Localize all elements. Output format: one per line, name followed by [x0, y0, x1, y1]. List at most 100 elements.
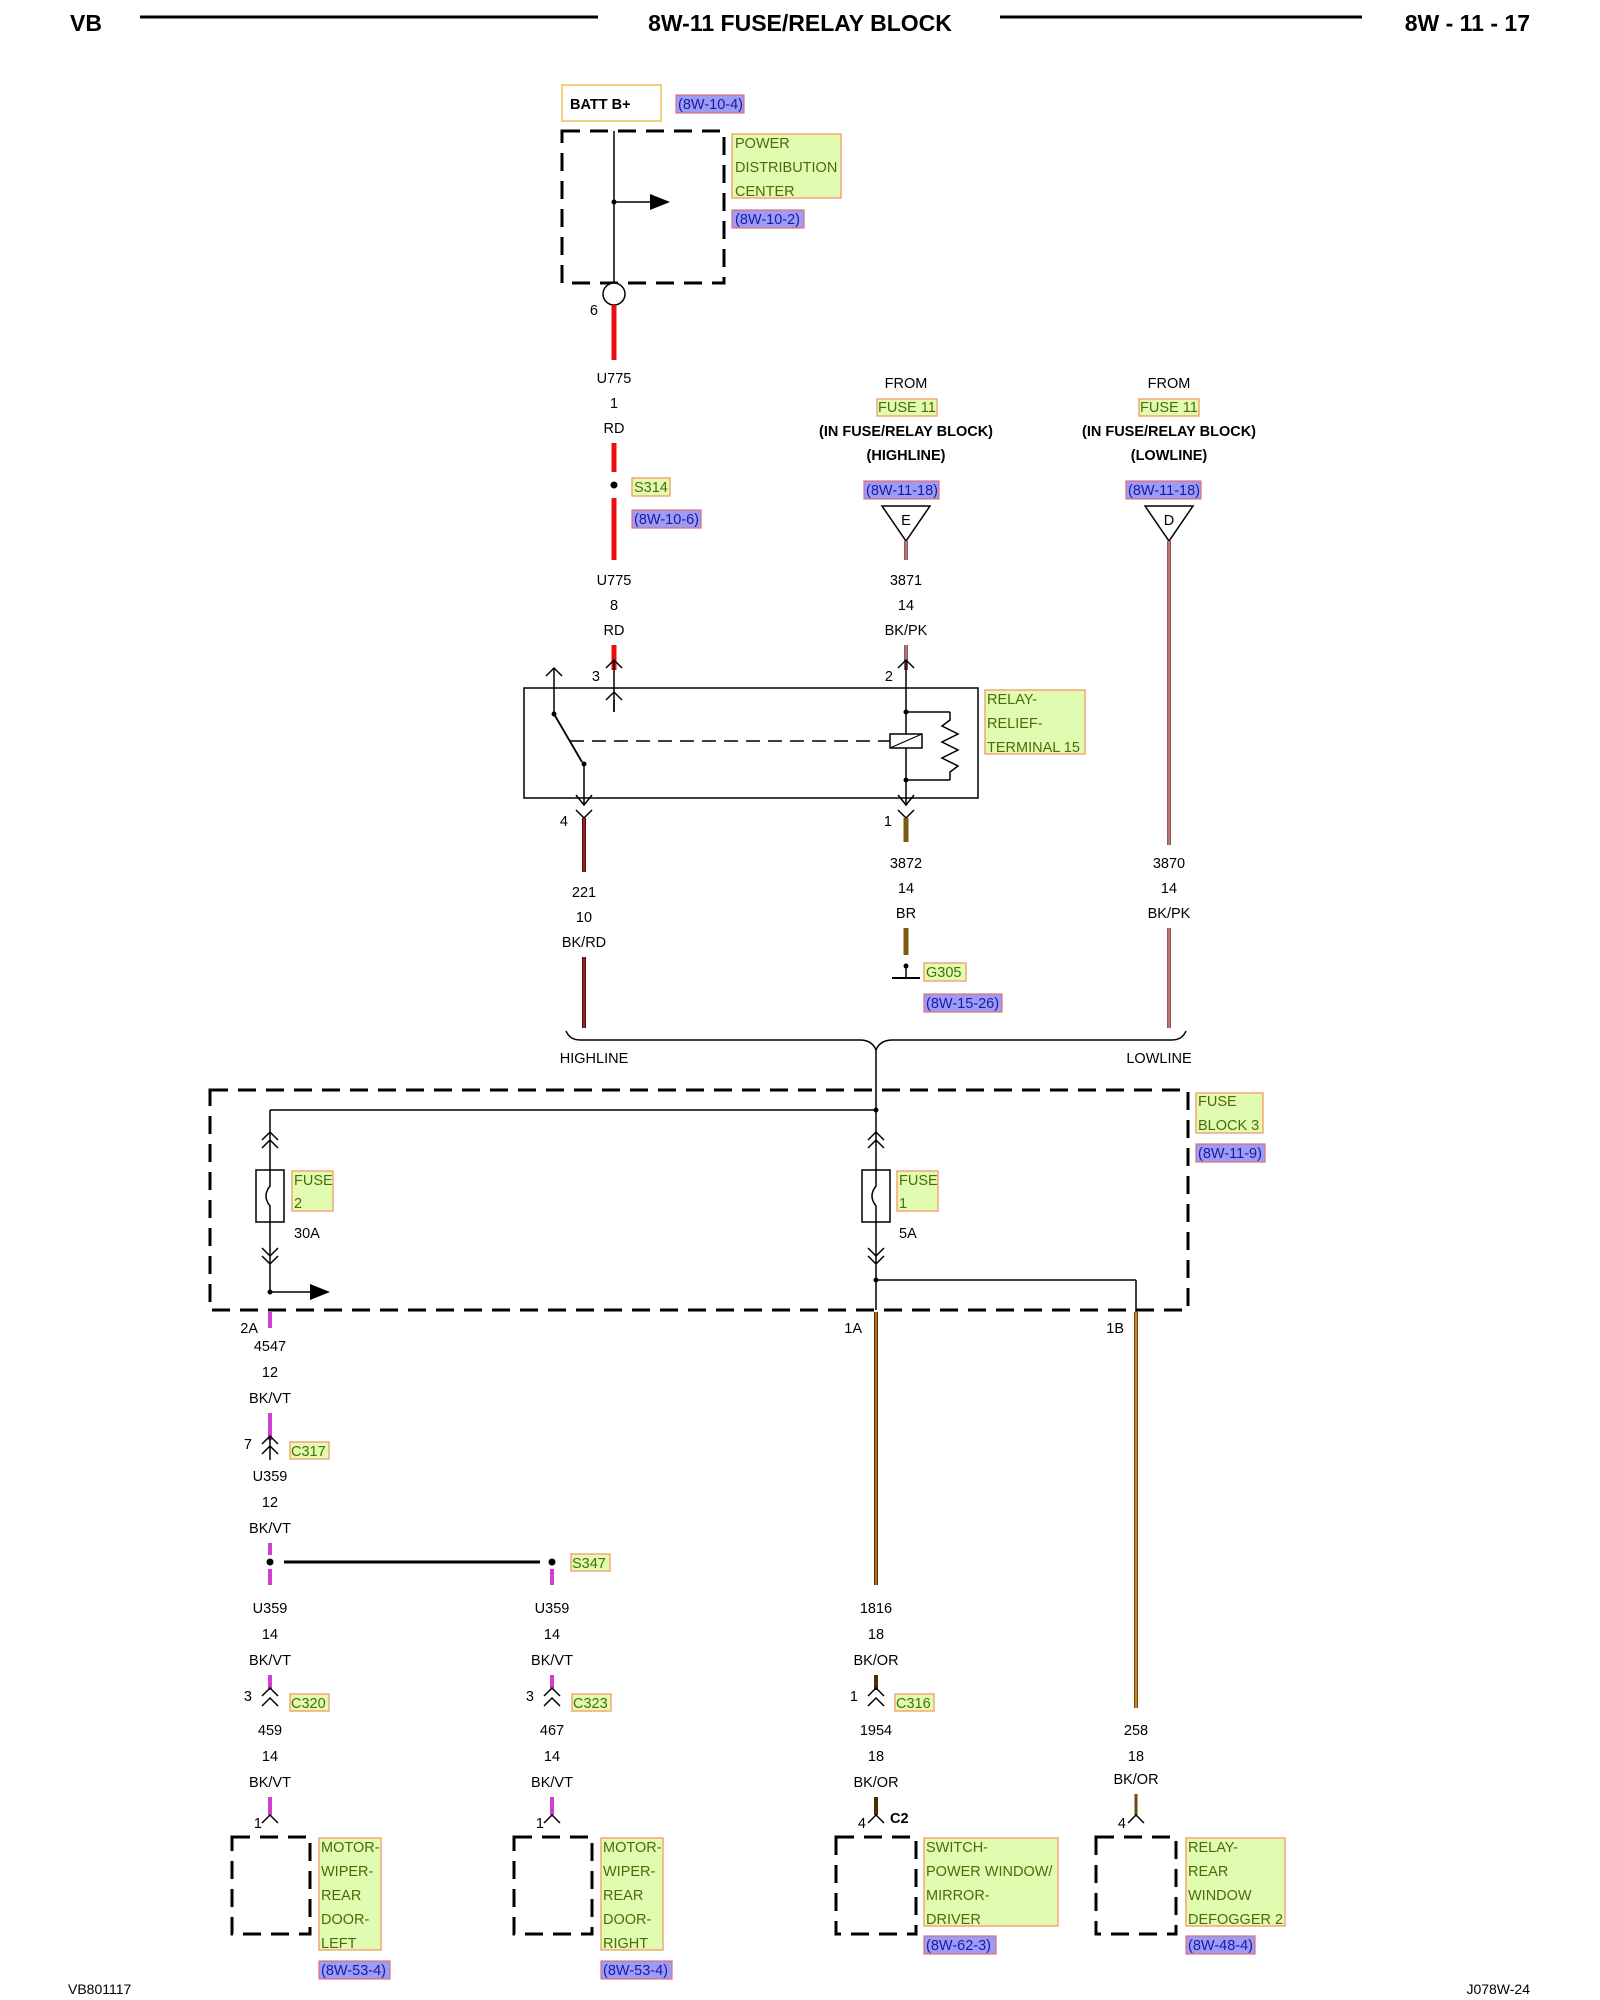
comp3-l1[interactable]: SWITCH-: [926, 1840, 988, 1856]
c317-label[interactable]: C317: [291, 1444, 326, 1460]
comp4-l3[interactable]: WINDOW: [1188, 1888, 1252, 1904]
s314-ref-box[interactable]: [631, 509, 702, 529]
comp3-outline[interactable]: [834, 1835, 918, 1936]
fuseblock-l1[interactable]: FUSE: [1198, 1094, 1237, 1110]
from-hi-fuse-box[interactable]: [876, 398, 938, 417]
g305-box[interactable]: [923, 962, 967, 982]
comp1-l1[interactable]: MOTOR-: [321, 1840, 380, 1856]
comp3-conn: C2: [890, 1811, 909, 1827]
from-hi-letter: E: [901, 513, 911, 529]
from-hi-ref-box[interactable]: [863, 480, 940, 500]
g305-ref[interactable]: (8W-15-26): [926, 996, 999, 1012]
relay-l2[interactable]: RELIEF-: [987, 716, 1043, 732]
comp3-l4[interactable]: DRIVER: [926, 1912, 981, 1928]
from-lo-ref-box[interactable]: [1125, 480, 1202, 500]
fuseblock-label-box[interactable]: [1195, 1092, 1264, 1134]
comp4-l2[interactable]: REAR: [1188, 1864, 1228, 1880]
comp2-l4[interactable]: DOOR-: [603, 1912, 652, 1928]
comp4-ref-box[interactable]: [1185, 1935, 1256, 1955]
comp3-label-box[interactable]: [923, 1837, 1059, 1927]
fuseblock-ref[interactable]: (8W-11-9): [1198, 1146, 1262, 1162]
comp1-l2[interactable]: WIPER-: [321, 1864, 374, 1880]
c316-box[interactable]: [894, 1693, 935, 1712]
c323-pin: 3: [526, 1689, 534, 1705]
comp4-l1[interactable]: RELAY-: [1188, 1840, 1238, 1856]
comp2-ref-box[interactable]: [600, 1960, 673, 1980]
comp1-label-box[interactable]: [318, 1837, 382, 1951]
w258-color: BK/OR: [1113, 1772, 1158, 1788]
fuse1-rating: 5A: [899, 1226, 917, 1242]
comp1-l4[interactable]: DOOR-: [321, 1912, 370, 1928]
relay-l3[interactable]: TERMINAL 15: [987, 740, 1080, 756]
pdc-label-2[interactable]: DISTRIBUTION: [735, 160, 837, 176]
comp4-outline[interactable]: [1094, 1835, 1178, 1936]
from-lo-ref[interactable]: (8W-11-18): [1128, 483, 1200, 499]
from-lo-fuse-box[interactable]: [1138, 398, 1200, 417]
comp3-ref[interactable]: (8W-62-3): [926, 1938, 991, 1954]
comp2-l3[interactable]: REAR: [603, 1888, 643, 1904]
comp1-outline[interactable]: [230, 1835, 312, 1936]
g305-label[interactable]: G305: [926, 965, 961, 981]
comp4-l4[interactable]: DEFOGGER 2: [1188, 1912, 1283, 1928]
comp2-l2[interactable]: WIPER-: [603, 1864, 656, 1880]
c323-label[interactable]: C323: [573, 1696, 608, 1712]
s314-ref[interactable]: (8W-10-6): [634, 512, 699, 528]
s347-box[interactable]: [570, 1553, 611, 1572]
w3872-color: BR: [896, 906, 916, 922]
relay-l1[interactable]: RELAY-: [987, 692, 1037, 708]
batt-ref-box[interactable]: [675, 94, 745, 114]
u359a-gauge: 12: [262, 1495, 278, 1511]
w221-gauge: 10: [576, 910, 592, 926]
from-hi-ref[interactable]: (8W-11-18): [866, 483, 938, 499]
fuse1-l2[interactable]: 1: [899, 1196, 907, 1212]
fuseblock-l2[interactable]: BLOCK 3: [1198, 1118, 1259, 1134]
comp2-ref[interactable]: (8W-53-4): [603, 1963, 668, 1979]
w1816-circuit: 1816: [860, 1601, 892, 1617]
batt-ref[interactable]: (8W-10-4): [678, 97, 743, 113]
c323-box[interactable]: [571, 1693, 612, 1712]
comp1-l3[interactable]: REAR: [321, 1888, 361, 1904]
pdc-pin: 6: [590, 303, 598, 319]
s347-label[interactable]: S347: [572, 1556, 606, 1572]
comp1-ref[interactable]: (8W-53-4): [321, 1963, 386, 1979]
pdc-label-box[interactable]: [731, 133, 842, 199]
w3871-color: BK/PK: [885, 623, 928, 639]
fuse2-l1[interactable]: FUSE: [294, 1173, 333, 1189]
c320-label[interactable]: C320: [291, 1696, 326, 1712]
comp2-l5[interactable]: RIGHT: [603, 1936, 648, 1952]
fuse1-label-box[interactable]: [896, 1170, 939, 1212]
comp3-ref-box[interactable]: [923, 1935, 997, 1955]
comp2-l1[interactable]: MOTOR-: [603, 1840, 662, 1856]
pdc-ref-box[interactable]: [731, 209, 805, 229]
comp3-l2[interactable]: POWER WINDOW/: [926, 1864, 1053, 1880]
comp2-outline[interactable]: [512, 1835, 594, 1936]
w3871-circuit: 3871: [890, 573, 922, 589]
relay-pin1: 1: [884, 814, 892, 830]
s314-label[interactable]: S314: [634, 480, 668, 496]
comp4-label-box[interactable]: [1185, 1837, 1286, 1927]
s314-box[interactable]: [631, 477, 671, 497]
c316-label[interactable]: C316: [896, 1696, 931, 1712]
fuseblock-ref-box[interactable]: [1195, 1143, 1266, 1163]
from-lo-fuse[interactable]: FUSE 11: [1140, 400, 1198, 416]
u359b-color: BK/VT: [249, 1653, 291, 1669]
c317-box[interactable]: [289, 1441, 330, 1460]
pdc-label-1[interactable]: POWER: [735, 136, 790, 152]
pdc-label-3[interactable]: CENTER: [735, 184, 795, 200]
u359c-gauge: 14: [544, 1627, 560, 1643]
from-hi-fuse[interactable]: FUSE 11: [878, 400, 936, 416]
w1954-gauge: 18: [868, 1749, 884, 1765]
comp2-label-box[interactable]: [600, 1837, 664, 1951]
comp1-ref-box[interactable]: [318, 1960, 391, 1980]
pdc-ref[interactable]: (8W-10-2): [735, 212, 800, 228]
fuse2-label-box[interactable]: [291, 1170, 334, 1212]
relay-label-box[interactable]: [984, 689, 1086, 755]
fuse2-l2[interactable]: 2: [294, 1196, 302, 1212]
comp4-ref[interactable]: (8W-48-4): [1188, 1938, 1253, 1954]
c320-box[interactable]: [289, 1693, 330, 1712]
arrow-icon: [650, 194, 670, 210]
comp3-l3[interactable]: MIRROR-: [926, 1888, 990, 1904]
comp1-l5[interactable]: LEFT: [321, 1936, 357, 1952]
g305-ref-box[interactable]: [923, 993, 1003, 1013]
fuse1-l1[interactable]: FUSE: [899, 1173, 938, 1189]
